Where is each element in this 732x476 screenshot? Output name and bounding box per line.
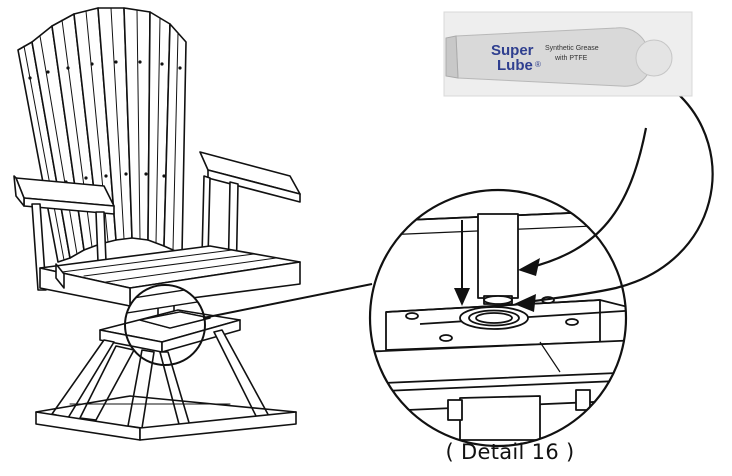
swivel-chair-illustration <box>13 7 301 441</box>
curved-arrows <box>527 91 714 304</box>
chair-back-slats <box>17 7 187 263</box>
detail-circle <box>368 188 628 448</box>
brand-name-line1: Super <box>491 42 534 59</box>
detail-caption: ( Detail 16 ) <box>445 440 575 464</box>
product-description-line1: Synthetic Grease <box>545 45 599 52</box>
registered-mark: ® <box>535 60 541 69</box>
brand-name-line2: Lube <box>497 57 533 74</box>
arrow-head-lower <box>514 294 536 312</box>
chair-left-arm <box>13 175 115 291</box>
swivel-base-legs <box>35 329 297 441</box>
arrow-head-upper <box>518 258 540 276</box>
down-arrow <box>454 220 470 306</box>
zoom-connector-line <box>202 283 373 319</box>
product-description-line2: with PTFE <box>554 55 588 62</box>
grease-tube-photo: Super Lube ® Synthetic Grease with PTFE <box>443 11 693 97</box>
zoom-source-circle <box>124 284 206 366</box>
